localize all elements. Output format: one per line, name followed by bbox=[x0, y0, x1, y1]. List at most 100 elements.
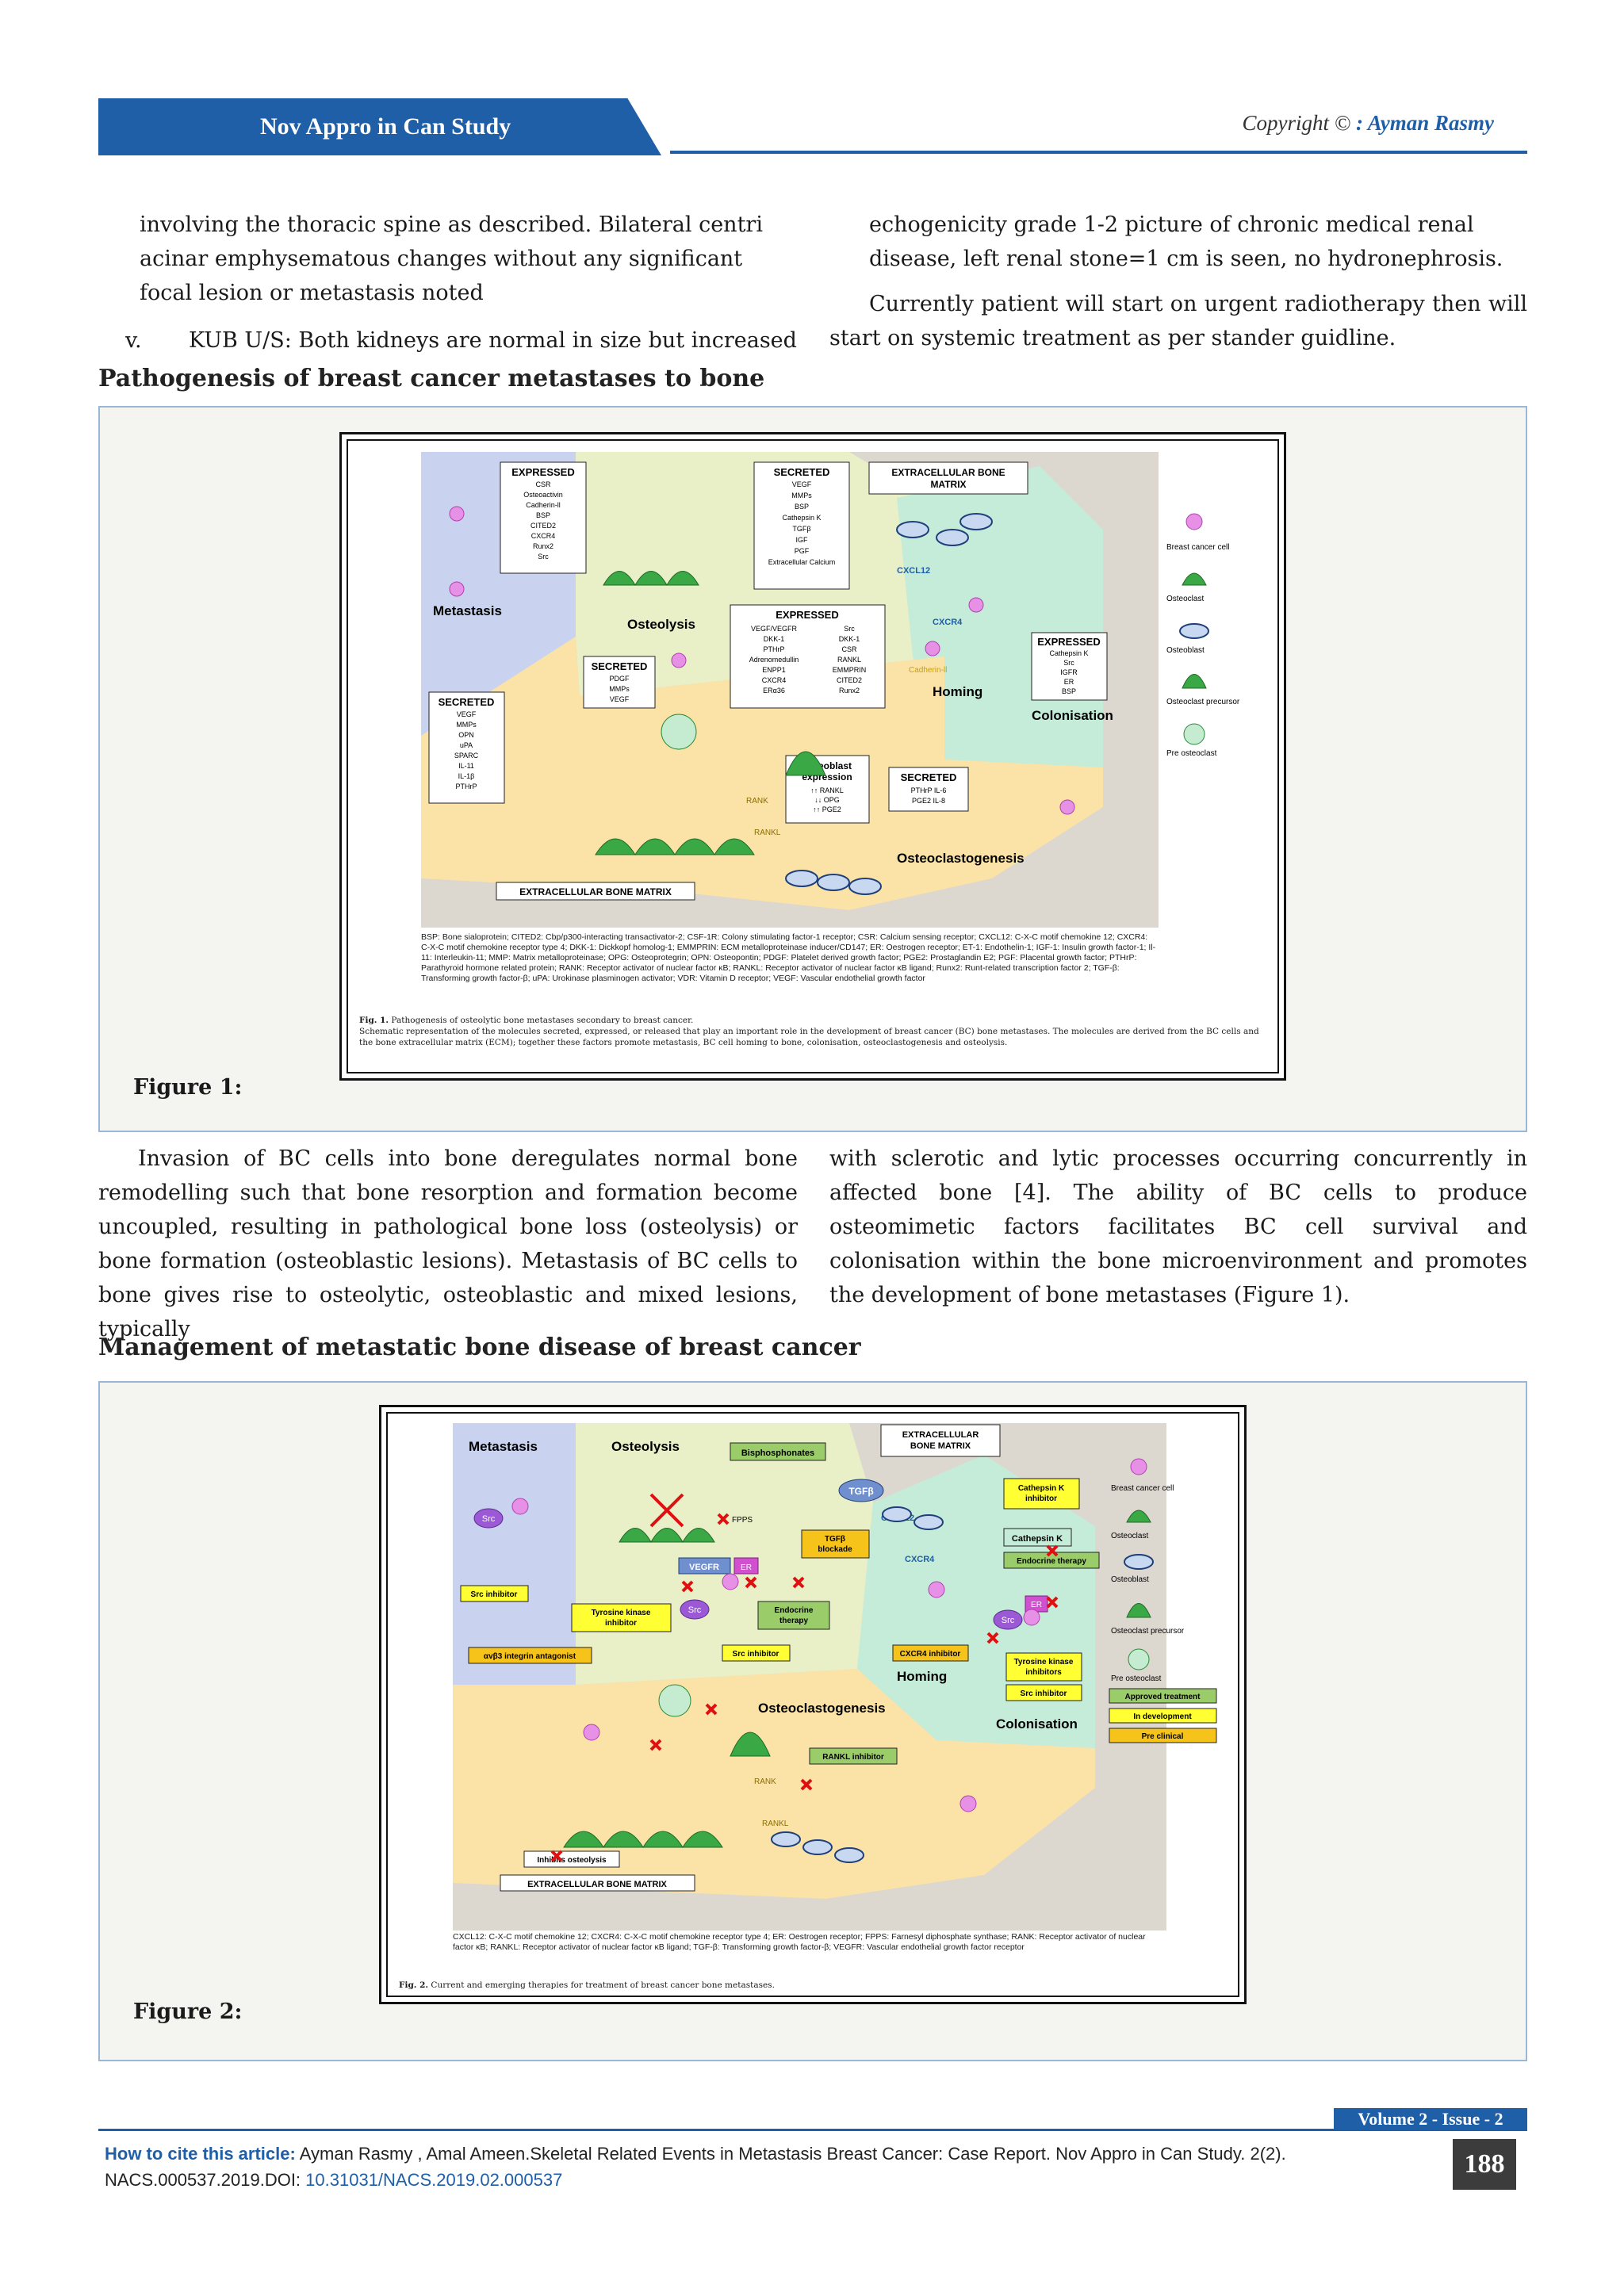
label-cxcr4-2: CXCR4 bbox=[905, 1555, 935, 1564]
paragraph-renal: echogenicity grade 1-2 picture of chroni… bbox=[869, 212, 1503, 271]
copyright-prefix: Copyright © bbox=[1242, 111, 1351, 135]
pre-osteoclast-glyph-2 bbox=[658, 1684, 691, 1717]
paragraph-sclerotic: with sclerotic and lytic processes occur… bbox=[829, 1146, 1527, 1307]
osteoclast-cluster bbox=[595, 571, 826, 855]
paragraph-treatment: Currently patient will start on urgent r… bbox=[829, 292, 1527, 350]
box-tki-right bbox=[1005, 1652, 1082, 1682]
label-rankl-2: RANKL bbox=[762, 1820, 789, 1828]
header-rule bbox=[670, 151, 1527, 154]
list-item-number: v. bbox=[125, 328, 142, 353]
list-item-v-text: KUB U/S: Both kidneys are normal in size… bbox=[189, 328, 797, 353]
breast-cancer-cells-2 bbox=[511, 1498, 1040, 1812]
label-fpps: FPPS bbox=[732, 1516, 753, 1525]
label-src-inhibitor-left: Src inhibitor bbox=[471, 1590, 518, 1599]
label-src-left: Src bbox=[482, 1514, 496, 1524]
label-osteoclastogenesis-2: Osteoclastogenesis bbox=[758, 1701, 886, 1716]
label-colonisation-2: Colonisation bbox=[996, 1716, 1078, 1732]
label-rankl: RANKL bbox=[754, 828, 781, 837]
citation-text: Ayman Rasmy , Amal Ameen.Skeletal Relate… bbox=[105, 2144, 1286, 2190]
osteoblast-cells-2 bbox=[771, 1506, 944, 1863]
box-cxcr4-inhibitor bbox=[892, 1644, 969, 1662]
label-integrin: αvβ3 integrin antagonist bbox=[484, 1652, 576, 1661]
label-endocrine-right: Endocrine therapy bbox=[1017, 1557, 1086, 1566]
label-expressed-right: EXPRESSED bbox=[1037, 636, 1100, 648]
legend-osteoclast-precursor: Osteoclast precursor bbox=[1166, 698, 1240, 706]
legend-osteoblast-2: Osteoblast bbox=[1111, 1575, 1149, 1584]
label-metastasis-2: Metastasis bbox=[469, 1439, 538, 1454]
citation: How to cite this article: Ayman Rasmy , … bbox=[105, 2141, 1453, 2193]
figure-2-frame: Metastasis Osteolysis Bisphosphonates EX… bbox=[379, 1405, 1247, 2004]
box-expressed-right bbox=[1031, 632, 1108, 701]
inhibition-marks bbox=[550, 1493, 1059, 1862]
src-bubble-mid bbox=[680, 1599, 710, 1620]
label-osteolysis-2: Osteolysis bbox=[611, 1439, 680, 1454]
label-er-mid: ER bbox=[741, 1563, 752, 1572]
label-inhibits-osteolysis: Inhibits osteolysis bbox=[537, 1856, 607, 1865]
list-item-iv-text: involving the thoracic spine as describe… bbox=[140, 212, 763, 305]
journal-name: Nov Appro in Can Study bbox=[260, 113, 511, 140]
box-expressed-mid bbox=[730, 604, 886, 709]
mid-right-column: with sclerotic and lytic processes occur… bbox=[829, 1142, 1527, 1312]
footer-rule bbox=[98, 2129, 1527, 2131]
box-ecm-bottom-2 bbox=[500, 1874, 695, 1892]
journal-tab: Nov Appro in Can Study bbox=[98, 98, 661, 155]
legend-development-swatch bbox=[1109, 1708, 1217, 1724]
figure-2-label: Figure 2: bbox=[133, 1999, 243, 2024]
label-osteolysis: Osteolysis bbox=[627, 617, 695, 632]
label-cadherin: Cadherin-ll bbox=[909, 666, 947, 675]
osteoclast-cluster-2 bbox=[563, 1528, 771, 1848]
label-rank-2: RANK bbox=[754, 1777, 776, 1786]
label-rankl-inhibitor: RANKL inhibitor bbox=[822, 1753, 884, 1762]
box-tki-mid bbox=[571, 1603, 672, 1632]
paragraph-invasion: Invasion of BC cells into bone deregulat… bbox=[98, 1146, 798, 1341]
label-colonisation: Colonisation bbox=[1032, 708, 1113, 723]
box-expressed-1 bbox=[500, 461, 587, 574]
box-ecm-bottom bbox=[496, 882, 695, 901]
box-cathepsin-inhibitor bbox=[1003, 1478, 1080, 1510]
citation-label: How to cite this article: bbox=[105, 2144, 296, 2164]
legend-osteoblast: Osteoblast bbox=[1166, 646, 1205, 655]
label-secreted-left: SECRETED bbox=[439, 696, 495, 708]
label-tgfb: TGFβ bbox=[848, 1486, 873, 1497]
box-ecm-top-2 bbox=[880, 1424, 1001, 1457]
items-ob-expression: ↑↑ RANKL↓↓ OPG↑↑ PGE2 bbox=[810, 786, 844, 813]
volume-badge: Volume 2 - Issue - 2 bbox=[1334, 2108, 1527, 2130]
label-secreted-mid: SECRETED bbox=[592, 660, 648, 672]
figure-2-diagram: Metastasis Osteolysis Bisphosphonates EX… bbox=[453, 1423, 1217, 1931]
label-er-right: ER bbox=[1031, 1601, 1042, 1609]
doi-link[interactable]: 10.31031/NACS.2019.02.000537 bbox=[305, 2170, 563, 2190]
figure-2-caption: Fig. 2. Current and emerging therapies f… bbox=[399, 1980, 1231, 1991]
label-src-inhibitor-mid: Src inhibitor bbox=[733, 1650, 779, 1659]
legend-approved: Approved treatment bbox=[1124, 1693, 1201, 1701]
box-cathepsin-k bbox=[1003, 1528, 1072, 1547]
section-heading-pathogenesis: Pathogenesis of breast cancer metastases… bbox=[98, 365, 765, 392]
legend-osteoclast-icon bbox=[1182, 572, 1207, 586]
mid-left-column: Invasion of BC cells into bone deregulat… bbox=[98, 1142, 798, 1346]
figure-2-box: Metastasis Osteolysis Bisphosphonates EX… bbox=[98, 1381, 1527, 2061]
right-top-column: echogenicity grade 1-2 picture of chroni… bbox=[829, 208, 1527, 355]
legend-pre-clinical: Pre clinical bbox=[1142, 1732, 1184, 1741]
metastasis-region-2 bbox=[453, 1423, 576, 1685]
caption-label-1: Fig. 1. bbox=[359, 1016, 389, 1025]
label-secreted-br: SECRETED bbox=[901, 771, 957, 783]
label-metastasis: Metastasis bbox=[433, 603, 502, 618]
legend-cancer-icon bbox=[1185, 513, 1203, 530]
legend-cancer-icon-2 bbox=[1130, 1458, 1147, 1475]
label-secreted-top: SECRETED bbox=[774, 466, 830, 478]
box-bisphosphonates bbox=[730, 1442, 826, 1461]
box-rankl-inhibitor bbox=[809, 1747, 898, 1765]
legend-pre-osteoclast: Pre osteoclast bbox=[1166, 749, 1217, 758]
label-cxcl12: CXCL12 bbox=[897, 566, 930, 576]
legend-osteoclast-icon-2 bbox=[1126, 1510, 1151, 1523]
legend-pre-osteoclast-icon bbox=[1183, 723, 1205, 745]
legend-in-development: In development bbox=[1133, 1712, 1192, 1721]
section-heading-management: Management of metastatic bone disease of… bbox=[98, 1334, 861, 1361]
left-top-column: involving the thoracic spine as describe… bbox=[140, 208, 798, 310]
